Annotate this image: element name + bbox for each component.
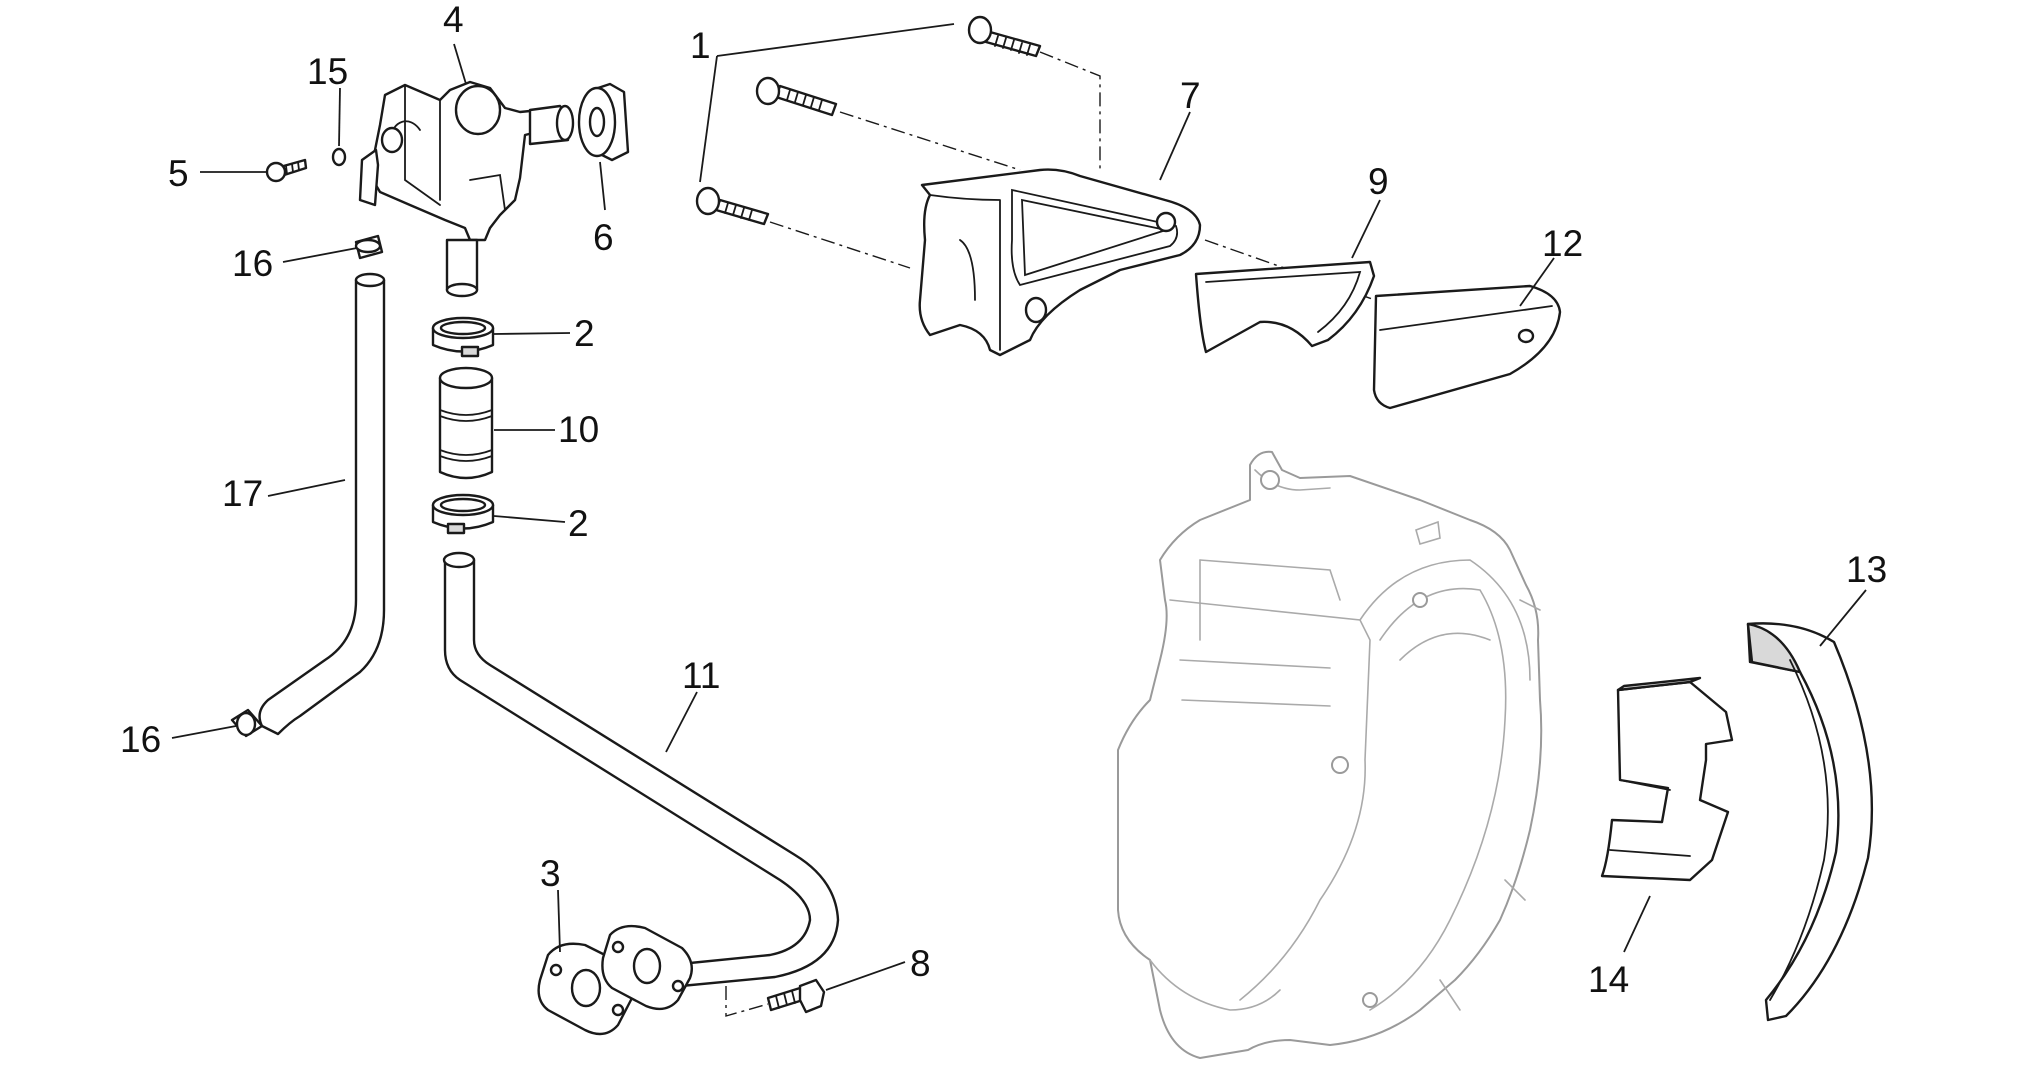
callout-11: 11 [682,655,720,696]
callout-2-lower: 2 [568,503,589,544]
part-7-bracket [918,168,1202,357]
part-1-bolt-top [967,15,1042,58]
part-5-screw [265,158,308,183]
part-2-clamp-lower [431,493,495,535]
part-16-clip-upper [354,234,384,260]
part-1-bolt-middle [755,76,838,117]
part-4-valve-body [358,80,575,298]
callout-15: 15 [307,51,348,92]
callout-labels: 1 4 15 5 6 7 9 12 16 2 10 17 2 11 16 3 8… [120,0,1887,1000]
callout-2-upper: 2 [574,313,595,354]
part-10-hose-segment [438,366,494,480]
callout-16-upper: 16 [232,243,273,284]
part-6-spacer [577,82,630,162]
crankcase-cover [1117,450,1543,1059]
part-9-reed-plate [1194,260,1376,354]
part-1-bolt-lower [695,186,770,226]
centerline-part-8 [725,986,769,1017]
callout-12: 12 [1542,223,1583,264]
callout-3: 3 [540,853,561,894]
part-17-hose [258,272,386,736]
callout-6: 6 [593,217,614,258]
part-12-stopper [1372,284,1562,410]
callout-7: 7 [1180,75,1201,116]
leader-lines [171,23,1867,991]
callout-10: 10 [558,409,599,450]
callout-16-lower: 16 [120,719,161,760]
part-15-washer [331,147,347,167]
callout-9: 9 [1368,161,1389,202]
part-11-pipe [442,551,840,990]
part-2-clamp-upper [431,316,495,358]
part-13-curved-strip [1746,622,1874,1022]
part-11-pipe-flange [601,924,693,1011]
callout-17: 17 [222,473,263,514]
callout-8: 8 [910,943,931,984]
part-8-bolt [766,978,826,1014]
callout-5: 5 [168,153,189,194]
part-16-clip-lower [230,708,264,738]
callout-1: 1 [690,25,711,66]
callout-13: 13 [1846,549,1887,590]
callout-14: 14 [1588,959,1629,1000]
part-14-insert [1600,676,1734,882]
callout-4: 4 [443,0,464,40]
